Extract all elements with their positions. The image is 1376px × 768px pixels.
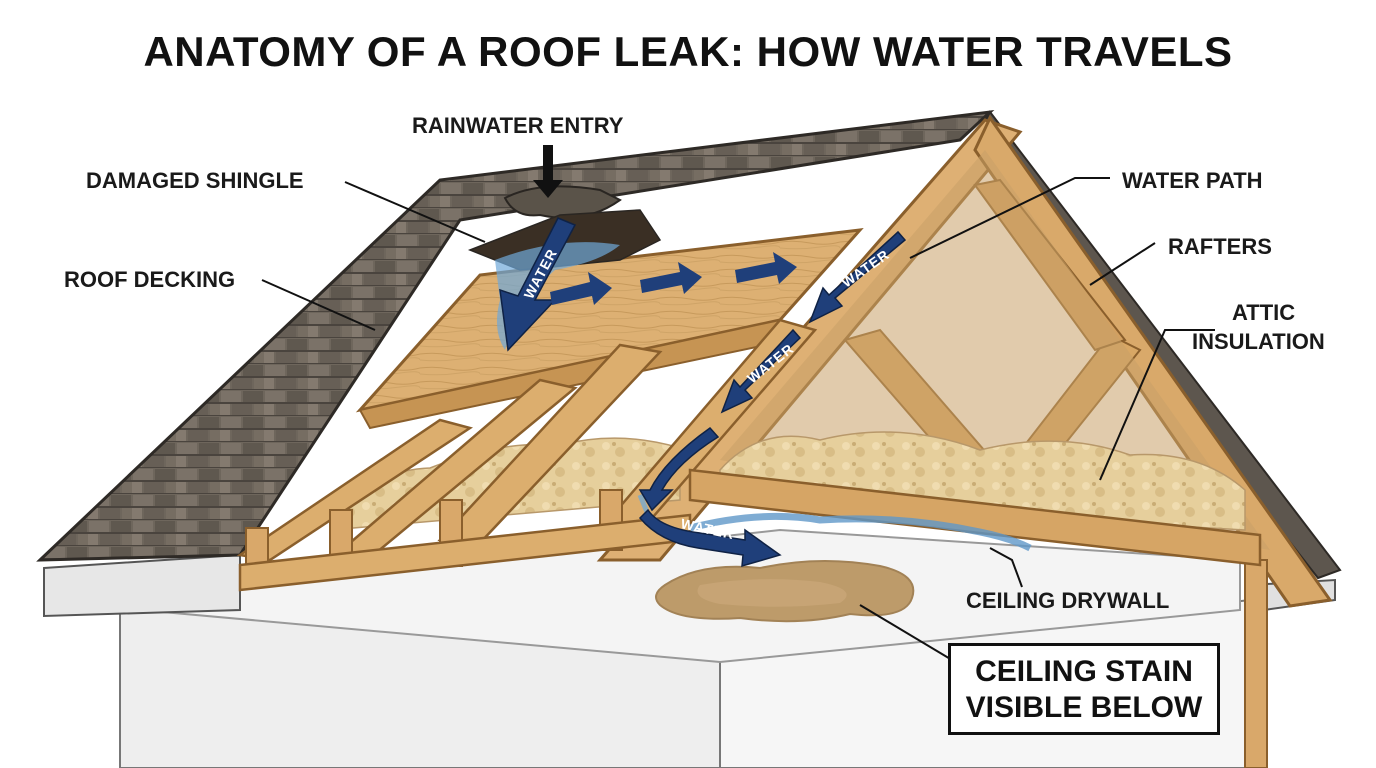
- label-ceiling-drywall: CEILING DRYWALL: [966, 588, 1169, 614]
- ceiling-stain-inner: [698, 579, 847, 607]
- label-insulation: INSULATION: [1192, 329, 1325, 355]
- label-attic: ATTIC: [1232, 300, 1295, 326]
- callout-line-1: CEILING STAIN: [951, 654, 1217, 690]
- callout-ceiling-stain: CEILING STAIN VISIBLE BELOW: [948, 643, 1220, 735]
- callout-line-2: VISIBLE BELOW: [951, 690, 1217, 726]
- label-rainwater-entry: RAINWATER ENTRY: [412, 113, 623, 139]
- label-roof-decking: ROOF DECKING: [64, 267, 235, 293]
- label-damaged-shingle: DAMAGED SHINGLE: [86, 168, 304, 194]
- label-rafters: RAFTERS: [1168, 234, 1272, 260]
- post-right: [1245, 560, 1267, 768]
- diagram-title: ANATOMY OF A ROOF LEAK: HOW WATER TRAVEL…: [0, 28, 1376, 76]
- left-eave-fascia: [44, 555, 240, 616]
- label-water-path: WATER PATH: [1122, 168, 1263, 194]
